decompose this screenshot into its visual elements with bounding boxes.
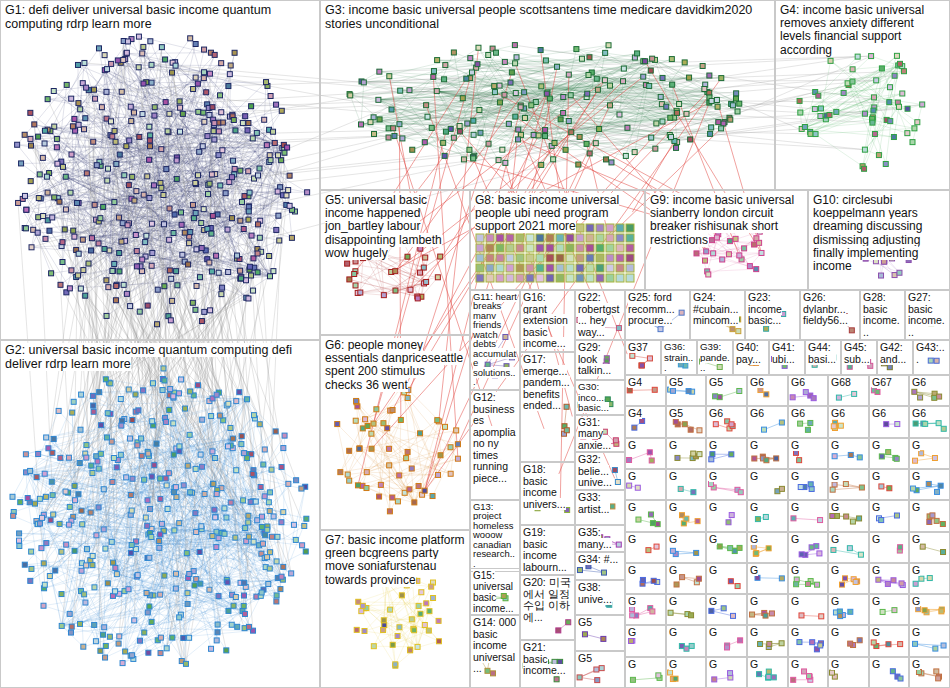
graph-canvas: G1: defi deliver universal basic income … — [0, 0, 950, 688]
